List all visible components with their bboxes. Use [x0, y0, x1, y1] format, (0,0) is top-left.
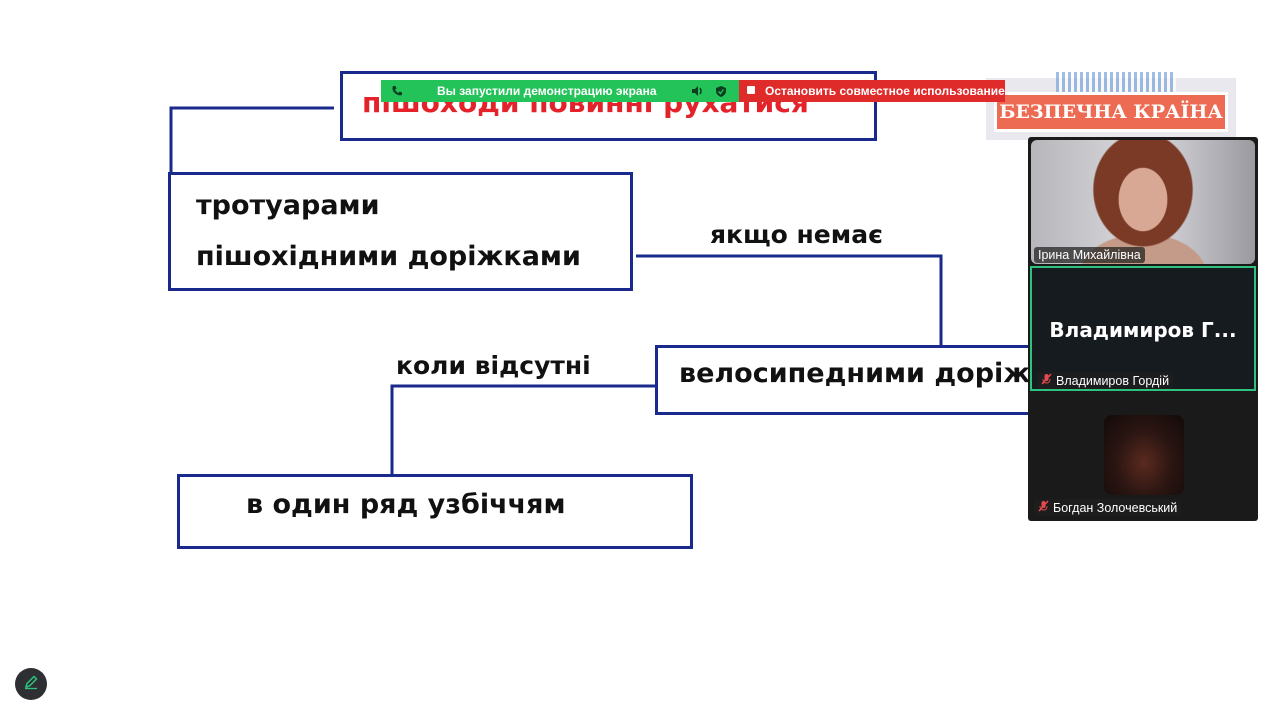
mic-off-icon — [1038, 500, 1049, 515]
logo-decoration — [1056, 72, 1176, 92]
volume-icon[interactable] — [689, 83, 705, 99]
stop-share-label: Остановить совместное использование — [765, 84, 1005, 98]
participant-name-label: Ірина Михайлівна — [1034, 247, 1145, 263]
participant-tile-2[interactable]: Владимиров Г... Владимиров Гордій — [1030, 266, 1256, 391]
participant-tile-1[interactable]: Ірина Михайлівна — [1031, 140, 1255, 264]
label-when-absent: коли відсутні — [396, 351, 591, 380]
share-status: Вы запустили демонстрацию экрана — [381, 80, 739, 102]
label-if-none: якщо немає — [710, 220, 883, 249]
participant-display-name: Владимиров Г... — [1049, 318, 1237, 342]
shield-icon[interactable] — [713, 83, 729, 99]
connector-box1-to-box2 — [636, 254, 943, 345]
bezpechna-kraina-logo: БЕЗПЕЧНА КРАЇНА — [986, 72, 1236, 140]
stop-share-button[interactable]: Остановить совместное использование — [739, 80, 1005, 102]
participant-name: Владимиров Гордій — [1056, 373, 1170, 388]
annotate-button[interactable] — [15, 668, 47, 700]
stop-icon — [743, 82, 759, 98]
box-sidewalks-line2: пішохідними доріжками — [196, 241, 581, 272]
pen-icon — [23, 674, 39, 694]
avatar — [1104, 415, 1184, 495]
participant-name: Ірина Михайлівна — [1038, 248, 1141, 262]
share-message: Вы запустили демонстрацию экрана — [437, 84, 657, 98]
box-shoulder-label: в один ряд узбіччям — [246, 489, 566, 520]
connector-title-to-box1 — [169, 106, 334, 175]
screen-share-bar: Вы запустили демонстрацию экрана Останов… — [381, 80, 1005, 102]
mic-off-icon — [1041, 373, 1052, 388]
participant-name-label: Богдан Золочевський — [1034, 499, 1182, 516]
box-sidewalks — [168, 172, 633, 291]
connector-box2-to-box3 — [390, 384, 655, 476]
box-shoulder — [177, 474, 693, 549]
phone-icon[interactable] — [389, 83, 405, 99]
participant-name: Богдан Золочевський — [1053, 500, 1178, 515]
box-sidewalks-line1: тротуарами — [196, 190, 380, 221]
logo-text: БЕЗПЕЧНА КРАЇНА — [994, 92, 1228, 132]
participant-name-label: Владимиров Гордій — [1037, 372, 1174, 389]
participant-tile-3[interactable]: Богдан Золочевський — [1031, 393, 1255, 519]
video-panel: Ірина Михайлівна Владимиров Г... Владими… — [1028, 137, 1258, 521]
